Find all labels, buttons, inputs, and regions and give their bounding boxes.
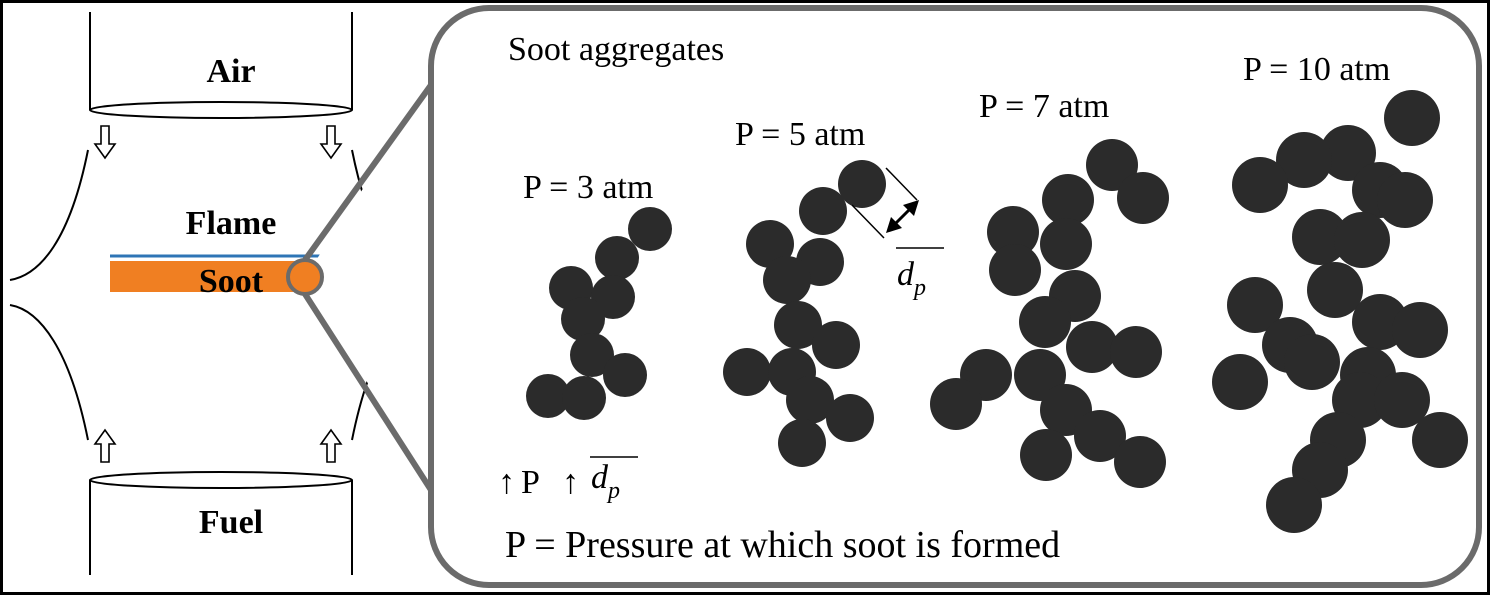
soot-particle (778, 419, 826, 467)
soot-particle (746, 220, 794, 268)
soot-particle (603, 353, 647, 397)
soot-particle (1384, 90, 1440, 146)
soot-particle (561, 297, 605, 341)
soot-particle (930, 378, 982, 430)
soot-particle (570, 333, 614, 377)
pressure-footnote: P = Pressure at which soot is formed (505, 524, 1060, 566)
soot-particle (1292, 209, 1348, 265)
soot-particle (1276, 132, 1332, 188)
soot-particle (1412, 412, 1468, 468)
soot-particle (1042, 174, 1094, 226)
particle-diameter-symbol: dp (897, 256, 926, 301)
aggregate-7atm (930, 139, 1169, 488)
aggregate-5atm (723, 160, 886, 467)
soot-particle (1117, 172, 1169, 224)
down-arrow-icon (319, 125, 343, 160)
soot-particle (562, 376, 606, 420)
zoom-spot-circle (286, 258, 324, 296)
pressure-label-3atm: P = 3 atm (523, 169, 653, 206)
soot-particle (1284, 334, 1340, 390)
zoom-connector (286, 83, 434, 492)
soot-particle (1377, 172, 1433, 228)
particle-diameter-annotation: dp (851, 167, 944, 301)
dimension-arrowhead (903, 200, 919, 216)
soot-particle (1334, 212, 1390, 268)
soot-particle (786, 376, 834, 424)
soot-particle (723, 348, 771, 396)
soot-particle (1266, 477, 1322, 533)
down-arrow-icon (93, 125, 117, 160)
aggregate-3atm (526, 207, 672, 420)
up-arrow-icon (319, 428, 343, 463)
soot-particle (526, 374, 570, 418)
zoom-panel-title: Soot aggregates (508, 31, 724, 68)
air-nozzle (89, 12, 353, 119)
up-arrow-icon (93, 428, 117, 463)
soot-particle (987, 206, 1039, 258)
trend-annotation: ↑ P ↑ dp (498, 456, 638, 504)
soot-particle (1392, 302, 1448, 358)
aggregate-10atm (1212, 90, 1468, 533)
increase-arrow-icon: ↑ (498, 464, 515, 501)
pressure-label-10atm: P = 10 atm (1243, 51, 1390, 88)
soot-particle (1307, 262, 1363, 318)
soot-particle (1114, 436, 1166, 488)
soot-particle (1019, 296, 1071, 348)
fuel-nozzle (89, 471, 353, 575)
soot-particle (1232, 157, 1288, 213)
pressure-label-7atm: P = 7 atm (979, 88, 1109, 125)
soot-particle (1066, 321, 1118, 373)
soot-particle (1086, 139, 1138, 191)
soot-particle (628, 207, 672, 251)
soot-particle (1212, 354, 1268, 410)
soot-particle (1110, 326, 1162, 378)
soot-particle (1320, 125, 1376, 181)
soot-label: Soot (199, 263, 264, 300)
soot-particle (763, 256, 811, 304)
soot-particle (1227, 277, 1283, 333)
trend-diameter-symbol: dp (591, 459, 620, 504)
soot-particle (812, 321, 860, 369)
zoom-panel (428, 5, 1482, 588)
air-label: Air (206, 53, 255, 90)
soot-particle (799, 187, 847, 235)
soot-particle (1040, 218, 1092, 270)
fuel-label: Fuel (199, 504, 263, 541)
dimension-arrowhead (886, 217, 902, 233)
soot-particle (595, 236, 639, 280)
soot-particle (1074, 410, 1126, 462)
soot-particle (1374, 372, 1430, 428)
increase-arrow-icon: ↑ (562, 464, 579, 501)
soot-particle (989, 244, 1041, 296)
soot-particle (826, 394, 874, 442)
flow-arrows (93, 125, 343, 463)
pressure-label-5atm: P = 5 atm (735, 116, 865, 153)
soot-particle (1020, 429, 1072, 481)
burner-schematic: Air Fuel Flame Soot (9, 12, 429, 575)
flame-label: Flame (186, 205, 277, 242)
soot-particle (774, 301, 822, 349)
soot-particle (838, 160, 886, 208)
trend-pressure-symbol: P (521, 464, 540, 501)
